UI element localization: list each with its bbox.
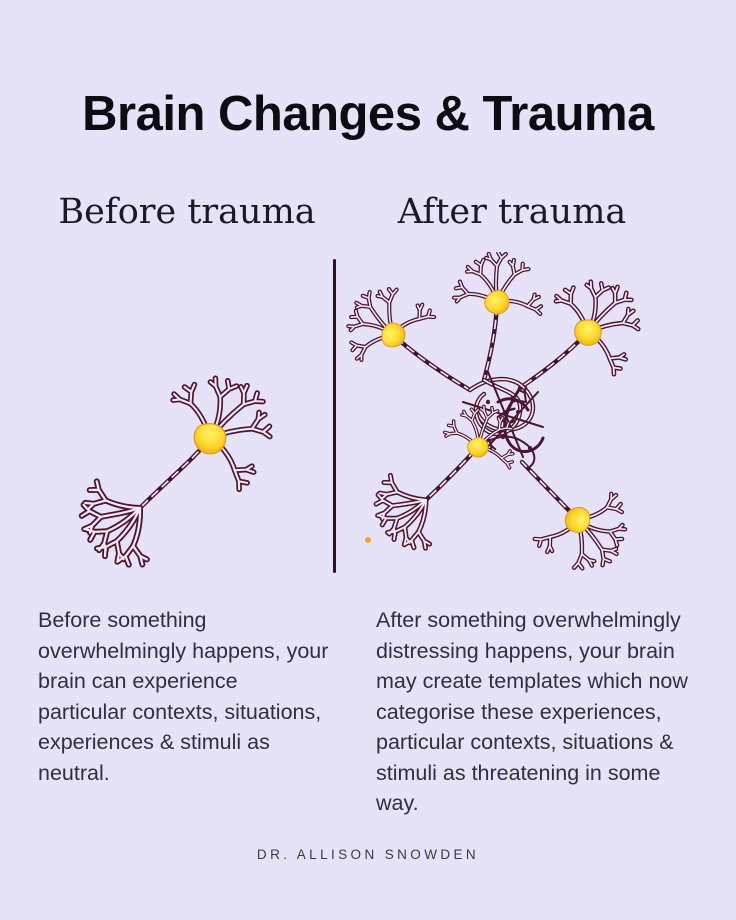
after-body-text: After something overwhelmingly distressi… <box>376 608 688 815</box>
after-neurons-illustration <box>338 252 714 588</box>
soma <box>483 289 511 315</box>
page-title: Brain Changes & Trauma <box>82 87 654 141</box>
after-heading: After trauma <box>397 192 627 232</box>
author-credit: DR. ALLISON SNOWDEN <box>256 847 480 862</box>
neuron <box>62 360 297 578</box>
axon-terminal <box>358 472 451 561</box>
before-heading: Before trauma <box>58 192 316 232</box>
before-neuron-illustration <box>35 360 330 578</box>
before-body-text: Before something overwhelmingly happens,… <box>38 608 329 785</box>
orange-speck <box>365 537 371 543</box>
neuron-top-center <box>450 252 542 319</box>
neuron-center <box>438 397 525 469</box>
divider-line <box>333 259 336 573</box>
